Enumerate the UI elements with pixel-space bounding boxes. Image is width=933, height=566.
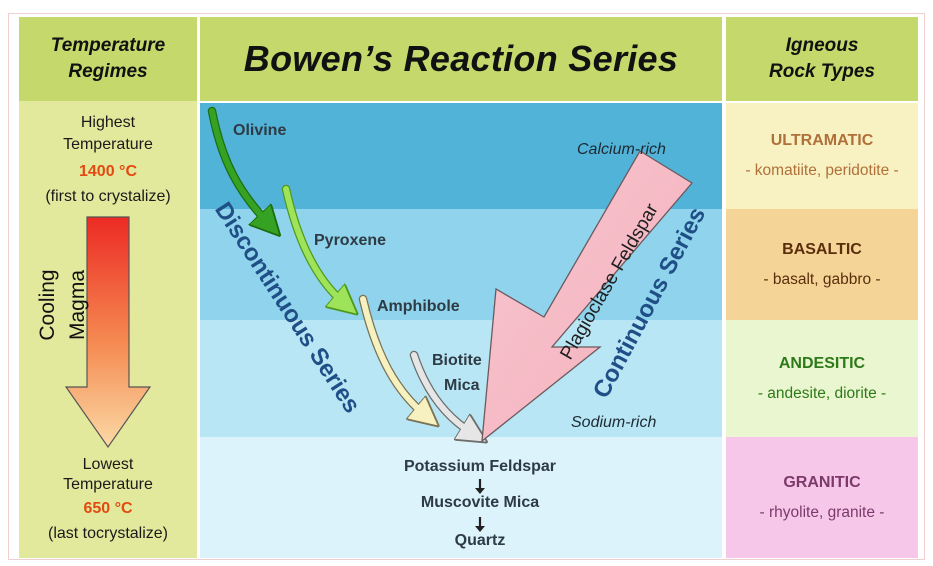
right-header: Igneous Rock Types	[726, 17, 918, 101]
rock-type-name: ULTRAMATIC	[770, 132, 874, 149]
rock-type-name: ANDESITIC	[778, 354, 866, 372]
mineral-muscovite-mica: Muscovite Mica	[420, 494, 540, 511]
mineral-biotite: Biotite	[432, 352, 482, 369]
title-banner: Bowen’s Reaction Series	[200, 17, 722, 101]
cooling-magma-arrow	[64, 216, 152, 449]
highest-temperature-label: Highest Temperature	[63, 114, 153, 153]
highest-temperature-value: 1400 °C	[79, 163, 137, 180]
mineral-potassium-feldspar: Potassium Feldspar	[403, 458, 557, 475]
outer-border	[8, 13, 925, 560]
rock-type-examples: - andesite, diorite -	[757, 384, 887, 402]
lowest-temperature-block: Lowest Temperature 650 °C (last tocrysta…	[19, 455, 197, 545]
rock-type-name: GRANITIC	[783, 473, 861, 491]
rock-type-examples: - rhyolite, granite -	[759, 503, 885, 521]
mineral-pyroxene: Pyroxene	[314, 232, 387, 249]
rock-type-ultramatic: ULTRAMATIC - komatiite, peridotite -	[726, 103, 918, 209]
left-header: Temperature Regimes	[19, 17, 197, 101]
mineral-amphibole: Amphibole	[377, 298, 460, 315]
rock-type-examples: - komatiite, peridotite -	[745, 162, 899, 179]
rock-type-granitic: GRANITIC - rhyolite, granite -	[726, 437, 918, 558]
mineral-olivine: Olivine	[233, 122, 287, 139]
main-title: Bowen’s Reaction Series	[243, 38, 679, 79]
lowest-temperature-label: Lowest Temperature	[63, 456, 153, 493]
calcium-rich-label: Calcium-rich	[577, 141, 666, 158]
mineral-mica: Mica	[444, 377, 480, 394]
lowest-temperature-note: (last tocrystalize)	[47, 525, 169, 542]
rock-type-examples: - basalt, gabbro -	[763, 270, 881, 288]
cooling-magma-label: Cooling Magma	[36, 269, 89, 341]
rock-type-andesitic: ANDESITIC - andesite, diorite -	[726, 320, 918, 437]
rock-type-name: BASALTIC	[782, 240, 862, 258]
lowest-temperature-value: 650 °C	[83, 500, 133, 517]
highest-temperature-note: (first to crystalize)	[45, 188, 171, 205]
series-arrows	[207, 106, 693, 532]
sodium-rich-label: Sodium-rich	[571, 414, 657, 431]
band-lowest	[200, 437, 722, 558]
mineral-quartz: Quartz	[454, 532, 506, 549]
rock-type-basaltic: BASALTIC - basalt, gabbro -	[726, 209, 918, 320]
highest-temperature-block: Highest Temperature 1400 °C (first to cr…	[19, 112, 197, 208]
